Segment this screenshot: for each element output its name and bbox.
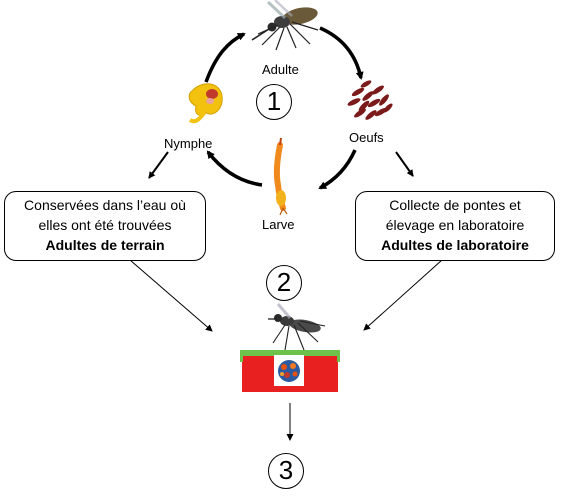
blood-meal-icon bbox=[278, 360, 300, 382]
arrow-larva-to-pupa bbox=[206, 150, 263, 187]
pupa-icon bbox=[188, 83, 223, 124]
arrow-pupa-to-adult bbox=[204, 32, 246, 83]
stage-label-pupa: Nymphe bbox=[164, 136, 213, 151]
step-2-marker: 2 bbox=[266, 265, 302, 301]
mosquito-icon bbox=[251, 0, 319, 51]
arrow-eggs-to-larva bbox=[318, 149, 357, 190]
lab-adults-box: Collecte de pontes et élevage en laborat… bbox=[355, 191, 555, 261]
cage-icon bbox=[240, 350, 340, 392]
larva-icon bbox=[273, 137, 288, 216]
step-3-marker: 3 bbox=[268, 453, 304, 489]
stage-label-adult: Adulte bbox=[262, 62, 299, 77]
field-adults-box: Conservées dans l’eau où elles ont été t… bbox=[4, 191, 206, 261]
field-box-line1: Conservées dans l’eau où bbox=[24, 197, 186, 213]
field-box-line2: elles ont été trouvées bbox=[38, 217, 172, 233]
arrow-eggs-to-lab-box bbox=[395, 151, 414, 177]
stage-label-larva: Larve bbox=[262, 217, 295, 232]
arrow-adult-to-eggs bbox=[319, 26, 364, 80]
lab-box-title: Adultes de laboratoire bbox=[381, 237, 529, 253]
arrow-lab-box-to-cage bbox=[363, 259, 443, 331]
arrow-field-box-to-cage bbox=[129, 259, 213, 332]
lab-box-line1: Collecte de pontes et bbox=[389, 197, 521, 213]
stage-label-eggs: Oeufs bbox=[349, 130, 384, 145]
eggs-icon bbox=[347, 80, 393, 120]
field-box-title: Adultes de terrain bbox=[45, 237, 165, 253]
step-1-marker: 1 bbox=[256, 84, 292, 120]
lab-box-line2: élevage en laboratoire bbox=[385, 217, 525, 233]
mosquito-icon bbox=[268, 303, 326, 351]
arrow-pupa-to-field-box bbox=[148, 151, 169, 179]
